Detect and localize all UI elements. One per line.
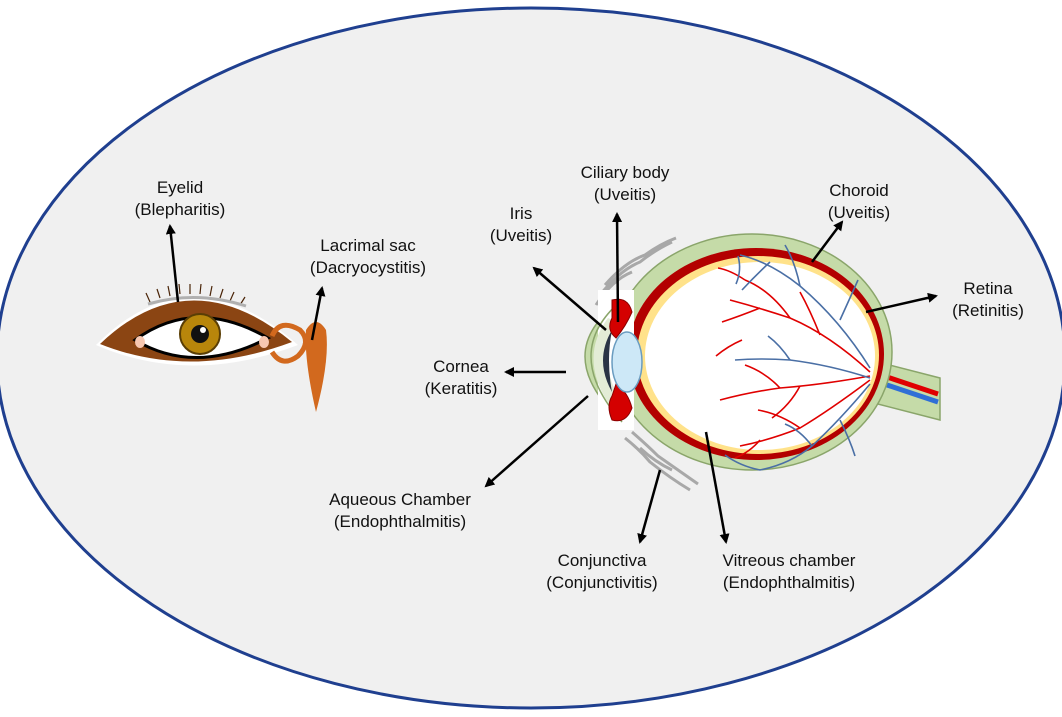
conjunctiva-name: Conjunctiva <box>522 550 682 572</box>
pupil <box>191 325 209 343</box>
choroid-disease: (Uveitis) <box>804 202 914 224</box>
lacrimal-sac-disease: (Dacryocystitis) <box>283 257 453 279</box>
ciliary-body-name: Ciliary body <box>565 162 685 184</box>
iris-name: Iris <box>466 203 576 225</box>
label-conjunctiva: Conjunctiva (Conjunctivitis) <box>522 550 682 594</box>
vitreous-chamber-disease: (Endophthalmitis) <box>694 572 884 594</box>
arrow-ciliary-body <box>617 214 618 322</box>
eyelid-disease: (Blepharitis) <box>120 199 240 221</box>
cornea-disease: (Keratitis) <box>402 378 520 400</box>
label-ciliary-body: Ciliary body (Uveitis) <box>565 162 685 206</box>
label-eyelid: Eyelid (Blepharitis) <box>120 177 240 221</box>
conjunctiva-disease: (Conjunctivitis) <box>522 572 682 594</box>
label-lacrimal-sac: Lacrimal sac (Dacryocystitis) <box>283 235 453 279</box>
ciliary-body-disease: (Uveitis) <box>565 184 685 206</box>
choroid-name: Choroid <box>804 180 914 202</box>
aqueous-chamber-name: Aqueous Chamber <box>300 489 500 511</box>
label-retina: Retina (Retinitis) <box>934 278 1042 322</box>
label-vitreous-chamber: Vitreous chamber (Endophthalmitis) <box>694 550 884 594</box>
label-choroid: Choroid (Uveitis) <box>804 180 914 224</box>
cornea-name: Cornea <box>402 356 520 378</box>
label-aqueous-chamber: Aqueous Chamber (Endophthalmitis) <box>300 489 500 533</box>
retina-name: Retina <box>934 278 1042 300</box>
iris-disease: (Uveitis) <box>466 225 576 247</box>
retina-disease: (Retinitis) <box>934 300 1042 322</box>
eyelid-name: Eyelid <box>120 177 240 199</box>
lacrimal-sac-name: Lacrimal sac <box>283 235 453 257</box>
lens <box>612 332 642 392</box>
label-cornea: Cornea (Keratitis) <box>402 356 520 400</box>
label-iris: Iris (Uveitis) <box>466 203 576 247</box>
aqueous-chamber-disease: (Endophthalmitis) <box>300 511 500 533</box>
vitreous-chamber-name: Vitreous chamber <box>694 550 884 572</box>
